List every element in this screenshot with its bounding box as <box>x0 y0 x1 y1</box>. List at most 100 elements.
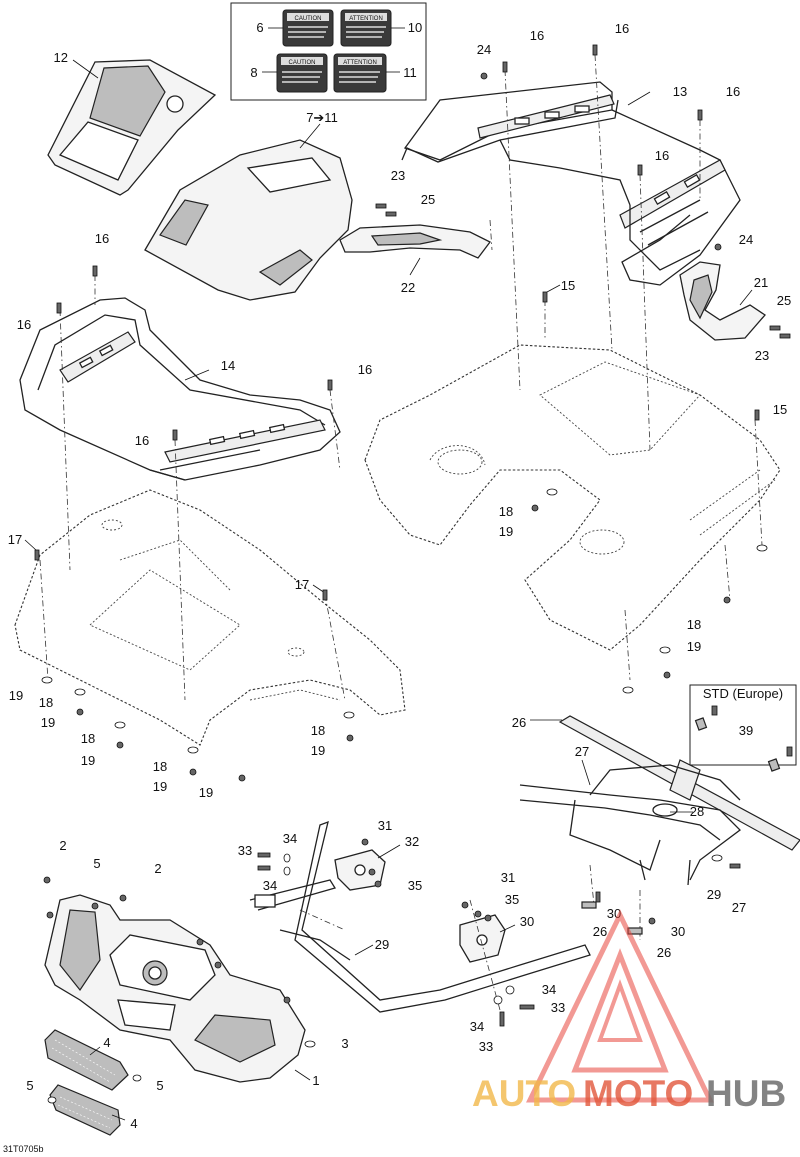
callout-15: 15 <box>773 402 787 417</box>
nut <box>723 596 731 604</box>
region-label: STD (Europe) <box>703 686 783 701</box>
washer <box>546 488 558 496</box>
callout-28: 28 <box>690 804 704 819</box>
clip <box>581 901 597 909</box>
left-grab-handle <box>339 224 491 276</box>
bolt <box>361 838 369 846</box>
callout-19: 19 <box>9 688 23 703</box>
callout-24: 25 <box>421 192 435 207</box>
nut <box>474 910 482 918</box>
callout-18: 18 <box>499 504 513 519</box>
callout-7-11: 7➔11 <box>306 110 338 125</box>
bolt <box>283 996 291 1004</box>
watermark-text-auto: AUTO <box>472 1073 576 1114</box>
washer <box>756 544 768 552</box>
callout-24: 25 <box>777 293 791 308</box>
callout-19: 19 <box>499 524 513 539</box>
washer <box>343 711 355 719</box>
callout-19: 19 <box>687 639 701 654</box>
callout-10: 10 <box>408 20 422 35</box>
washer <box>114 721 126 729</box>
bolt <box>729 863 741 869</box>
rear-fender <box>364 284 781 651</box>
callout-17: 17 <box>295 577 309 592</box>
callout-36: 34 <box>283 831 297 846</box>
washer <box>622 686 634 694</box>
bolt <box>214 961 222 969</box>
callout-3: 5 <box>93 856 100 871</box>
bolt <box>43 876 51 884</box>
fasteners <box>34 44 791 1104</box>
callout-23: 24 <box>477 42 491 57</box>
callout-5: 4 <box>103 1035 110 1050</box>
washer <box>283 866 291 876</box>
callout-8: 6 <box>256 20 263 35</box>
nut <box>238 774 246 782</box>
bolt <box>595 891 601 903</box>
document-id: 31T0705b <box>3 1144 44 1154</box>
callout-2: 2 <box>59 838 66 853</box>
callout-36: 34 <box>542 982 556 997</box>
washer <box>304 1040 316 1048</box>
bolt <box>637 164 643 176</box>
callout-16: 16 <box>530 28 544 43</box>
callout-31: 29 <box>375 937 389 952</box>
callout-32: 30 <box>520 914 534 929</box>
nut <box>531 504 539 512</box>
bolt <box>769 325 781 331</box>
callout-18: 18 <box>687 617 701 632</box>
decal-box: CAUTION ATTENTION CAUTION ATTENTION <box>230 2 427 101</box>
nut <box>189 768 197 776</box>
watermark-text-hub: HUB <box>706 1073 786 1114</box>
callout-18: 18 <box>81 731 95 746</box>
bolt <box>519 1004 535 1010</box>
callout-33: 31 <box>378 818 392 833</box>
nut <box>484 914 492 922</box>
watermark-text-moto: MOTO <box>583 1073 693 1114</box>
callout-2: 2 <box>154 861 161 876</box>
callout-22: 23 <box>755 348 769 363</box>
callout-16: 16 <box>615 21 629 36</box>
bolt <box>257 852 271 858</box>
callout-19: 19 <box>199 785 213 800</box>
std-europe-frame <box>689 684 797 766</box>
callout-13: 13 <box>673 84 687 99</box>
callout-16: 16 <box>726 84 740 99</box>
callout-18: 18 <box>153 759 167 774</box>
headlight-housing <box>47 59 217 196</box>
bolt <box>385 211 397 217</box>
bolt <box>172 429 178 441</box>
washer <box>283 853 291 863</box>
callout-20: 21 <box>754 275 768 290</box>
front-grille-body <box>44 894 311 1083</box>
callout-26: 26 <box>657 945 671 960</box>
callout-33: 31 <box>501 870 515 885</box>
callout-17: 17 <box>8 532 22 547</box>
bolt <box>502 61 508 73</box>
std-europe-box: STD (Europe) <box>689 684 797 772</box>
callout-19: 19 <box>311 743 325 758</box>
bolt <box>542 291 548 303</box>
washer <box>41 676 53 684</box>
clip <box>47 1096 57 1104</box>
callout-16: 16 <box>17 317 31 332</box>
bolt <box>754 409 760 421</box>
bolt <box>592 44 598 56</box>
decal-card-11: ATTENTION <box>333 53 387 93</box>
callout-23: 24 <box>739 232 753 247</box>
callout-19: 19 <box>41 715 55 730</box>
callout-29: 29 <box>707 887 721 902</box>
bolt <box>119 894 127 902</box>
bolt <box>714 243 722 251</box>
callout-30: 30 <box>671 924 685 939</box>
decal-heading: ATTENTION <box>349 16 383 22</box>
bolt <box>34 549 40 561</box>
callout-11: 11 <box>403 65 417 80</box>
bolt <box>327 379 333 391</box>
washer <box>493 995 503 1005</box>
decal-heading: CAUTION <box>289 60 316 66</box>
bolt <box>46 911 54 919</box>
bolt <box>56 302 62 314</box>
bolt <box>461 901 469 909</box>
